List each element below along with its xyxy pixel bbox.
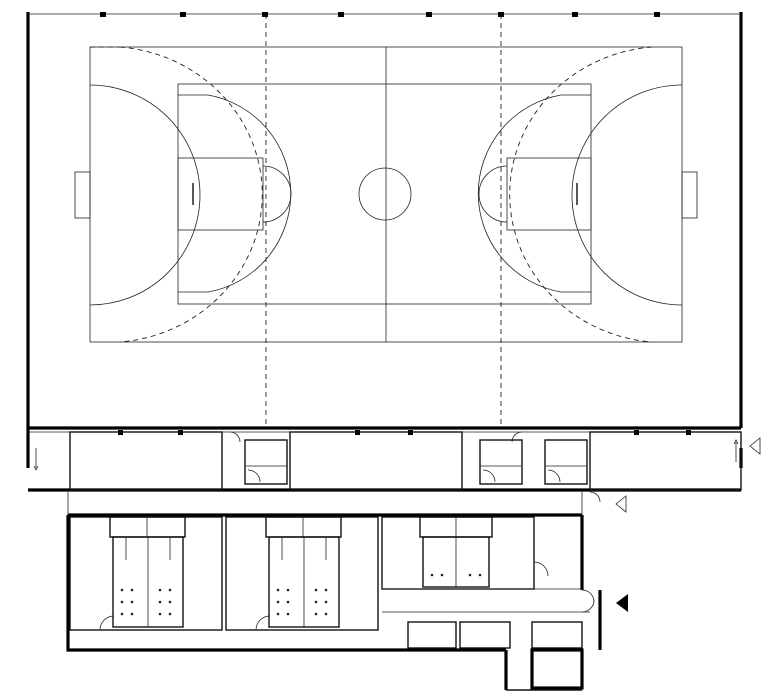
storage-room-3 [589, 431, 742, 491]
shower-heads-1 [120, 588, 172, 616]
storage-room-1 [69, 431, 223, 491]
changing-room-2 [225, 516, 379, 631]
free-throw-line-right [509, 46, 653, 343]
storage-strip [26, 428, 761, 492]
court-markings [74, 46, 698, 343]
three-point-arc-left [178, 94, 292, 293]
main-entrance-marker[interactable] [616, 594, 628, 612]
wing-outer-wall [66, 513, 602, 652]
changing-room-3 [381, 516, 535, 590]
corridor [382, 588, 590, 613]
goal-area-right [571, 84, 683, 306]
key-right [506, 157, 592, 231]
small-room-2 [459, 621, 511, 649]
wc-block-2 [479, 439, 523, 485]
door-marker-wing [615, 495, 627, 513]
changing-wing [66, 431, 628, 691]
free-throw-line-left [90, 46, 263, 343]
door-marker-east [749, 437, 761, 455]
free-throw-circle-right [478, 165, 508, 223]
three-point-arc-right [477, 94, 591, 293]
small-room-1 [407, 621, 457, 649]
free-throw-circle-left [262, 165, 292, 223]
shower-heads-2 [276, 588, 328, 616]
goal-area-left [89, 84, 201, 306]
sports-hall [26, 12, 743, 430]
goal-left [74, 171, 91, 219]
basketball-court [177, 83, 592, 305]
center-circle [358, 167, 412, 221]
storage-outer-wall [26, 428, 743, 492]
small-room-4 [530, 648, 584, 690]
storage-columns [118, 430, 691, 435]
hall-outer-wall [26, 12, 743, 430]
wc-block-3 [544, 439, 588, 485]
hall-columns-top [100, 12, 660, 17]
door-swings [99, 431, 601, 631]
key-left [177, 157, 264, 231]
small-room-3 [531, 621, 583, 649]
shower-heads-3 [430, 573, 482, 577]
changing-room-1 [69, 516, 223, 631]
storage-room-2 [289, 431, 463, 491]
goal-right [681, 171, 698, 219]
wc-block-1 [244, 439, 288, 485]
